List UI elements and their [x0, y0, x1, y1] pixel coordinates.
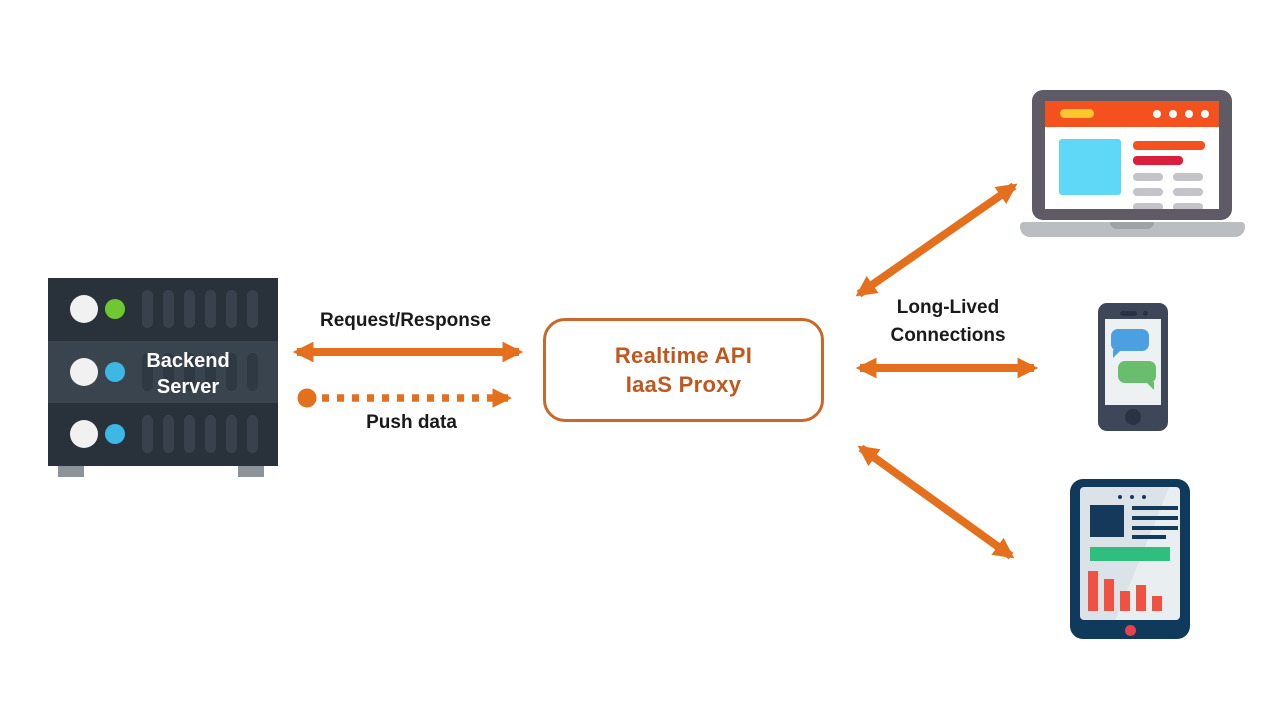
vent-slot [142, 415, 153, 454]
vent-slot [184, 352, 195, 391]
chat-bubble-outgoing [1118, 361, 1156, 390]
smartphone-chat-icon [1098, 303, 1168, 431]
realtime-api-proxy-node: Realtime API IaaS Proxy [543, 318, 824, 422]
tablet-home-button [1125, 625, 1136, 636]
chart-bar [1136, 585, 1146, 611]
browser-logo-pill [1060, 109, 1094, 118]
proxy-label-line2: IaaS Proxy [625, 372, 742, 397]
request-response-label: Request/Response [319, 310, 492, 331]
server-body [48, 278, 278, 467]
vent-slot [226, 290, 237, 328]
server-led-white [70, 357, 98, 386]
browser-text-line [1173, 188, 1203, 196]
laptop-screen [1045, 101, 1219, 209]
vent-slot [205, 415, 216, 454]
server-foot [58, 466, 84, 477]
server-led-white [70, 420, 98, 449]
server-unit-middle [48, 340, 278, 404]
browser-title-bar [1133, 141, 1205, 150]
chart-bar [1088, 571, 1098, 611]
vent-slot [247, 290, 258, 328]
article-text-line [1132, 535, 1166, 539]
article-thumbnail [1090, 505, 1124, 537]
push-data-origin-dot [297, 388, 317, 408]
laptop-browser-icon [1020, 90, 1245, 240]
phone-camera [1143, 311, 1148, 316]
browser-text-line [1133, 188, 1163, 196]
server-rack-icon: Backend Server [48, 278, 278, 478]
browser-text-line [1133, 203, 1163, 209]
chart-bar [1120, 591, 1130, 611]
chart-bar [1104, 579, 1114, 611]
server-led-blue [105, 361, 125, 382]
long-lived-connections-label: Long-Lived Connections [890, 297, 1006, 346]
laptop-base [1020, 222, 1245, 237]
vent-slots [142, 290, 258, 328]
browser-menu-dots [1153, 110, 1209, 118]
vent-slots [142, 352, 258, 391]
chart-bar [1152, 596, 1162, 611]
laptop-notch [1110, 222, 1154, 229]
server-led-white [70, 295, 98, 323]
proxy-label-line1: Realtime API [614, 343, 753, 368]
server-foot [238, 466, 264, 477]
phone-speaker [1120, 311, 1137, 316]
vent-slot [163, 352, 174, 391]
server-unit-top [48, 278, 278, 341]
browser-text-line [1173, 203, 1203, 209]
proxy-laptop-arrow [855, 182, 1018, 298]
proxy-tablet-arrow [857, 444, 1015, 560]
highlight-banner [1090, 547, 1170, 561]
phone-screen [1105, 319, 1161, 405]
vent-slot [163, 415, 174, 454]
chat-bubble-incoming [1111, 329, 1149, 358]
push-data-label: Push data [366, 412, 457, 433]
tablet-menu-dots [1118, 495, 1146, 499]
vent-slot [247, 415, 258, 454]
vent-slot [226, 415, 237, 454]
browser-text-line [1173, 173, 1203, 181]
vent-slot [142, 352, 153, 391]
vent-slot [163, 290, 174, 328]
vent-slot [247, 352, 258, 391]
backend-server-label: Backend Server [146, 350, 230, 398]
browser-text-line [1133, 173, 1163, 181]
phone-home-button [1125, 409, 1141, 425]
server-led-green [105, 299, 125, 319]
server-unit-bottom [48, 403, 278, 467]
vent-slot [184, 290, 195, 328]
vent-slot [205, 290, 216, 328]
vent-slots [142, 415, 258, 454]
browser-header [1045, 101, 1219, 127]
vent-slot [184, 415, 195, 454]
browser-hero-image [1059, 139, 1121, 195]
article-text-line [1132, 526, 1178, 530]
article-text-line [1132, 516, 1178, 520]
vent-slot [142, 290, 153, 328]
vent-slot [226, 352, 237, 391]
laptop-frame [1032, 90, 1232, 220]
tablet-screen [1080, 487, 1180, 620]
browser-subtitle-bar [1133, 156, 1183, 165]
tablet-dashboard-icon [1070, 479, 1190, 639]
vent-slot [205, 352, 216, 391]
article-text-line [1132, 506, 1178, 510]
server-led-blue [105, 424, 125, 445]
